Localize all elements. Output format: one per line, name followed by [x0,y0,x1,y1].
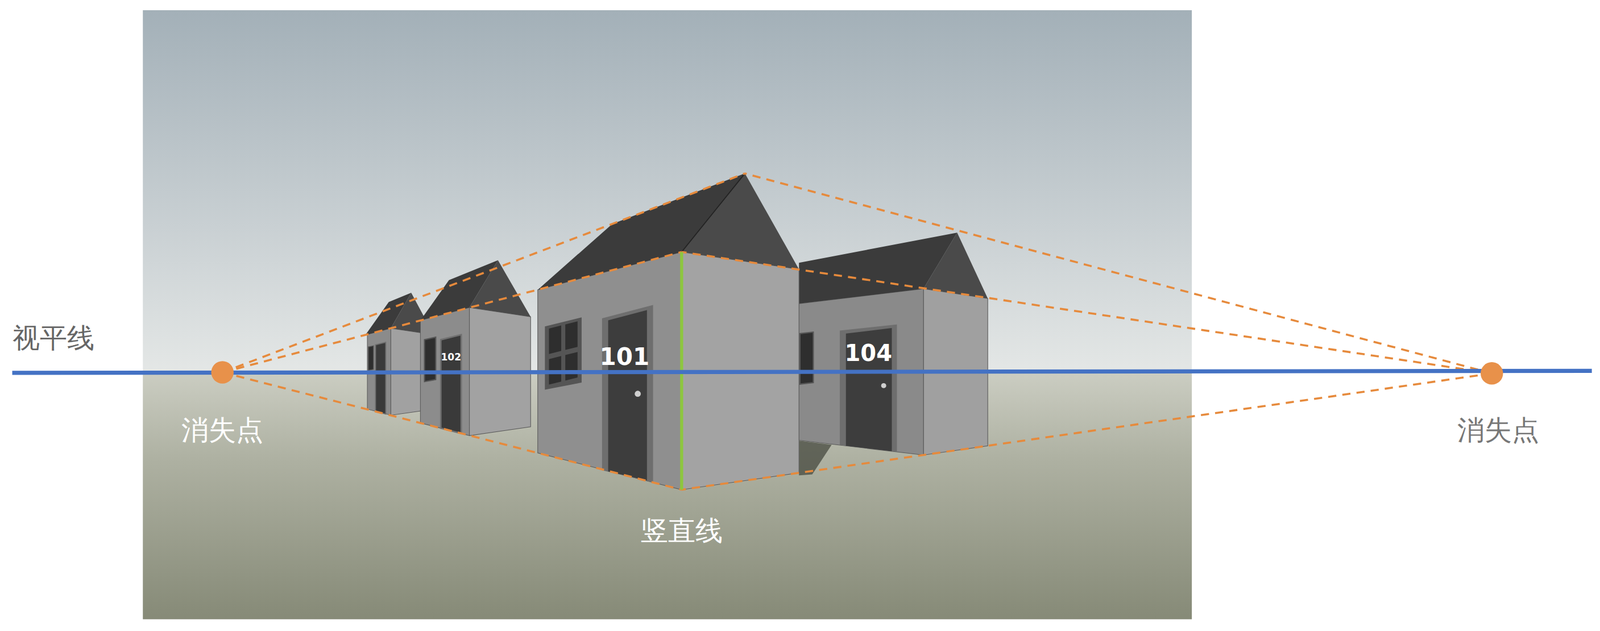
door [440,334,462,434]
window-pane [565,351,578,381]
house-roof [798,232,957,304]
vanishing-point [1480,362,1503,385]
window-frame [544,317,582,390]
door [375,342,386,414]
shadow [798,440,832,476]
door-frame [602,305,654,483]
perspective-line [681,373,1492,491]
door-knob [634,390,641,397]
door-knob [881,383,887,389]
vanishing-point-label: 消失点 [1457,416,1540,444]
perspective-line [681,251,1492,374]
door-number: 101 [599,345,650,370]
vertical-line-label: 竖直线 [640,516,723,545]
horizon-line [12,370,1593,373]
door-frame [839,324,898,453]
door [608,310,648,482]
window-pane [549,325,562,354]
vanishing-point-label: 消失点 [181,416,264,444]
house-roof [537,173,745,290]
perspective-line [744,173,1492,374]
perspective-line [222,173,745,373]
window [368,345,374,371]
door-number: 102 [440,352,462,363]
vanishing-point [210,361,234,384]
window [800,332,814,385]
window [424,337,437,382]
window-pane [565,321,578,350]
roof-edge [681,173,745,252]
perspective-line [222,251,682,373]
horizon-label: 视平线 [12,324,95,352]
door-number: 104 [844,341,893,365]
perspective-line [222,372,682,490]
